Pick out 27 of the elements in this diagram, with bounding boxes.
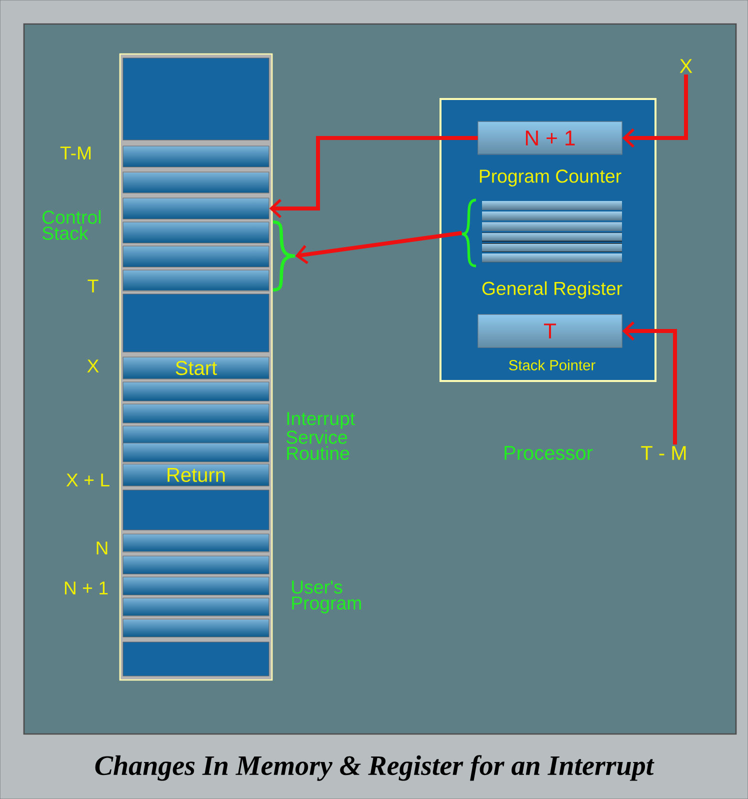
brace (272, 220, 297, 292)
node-label: General Register (482, 281, 622, 299)
region-label: User's Program (292, 580, 361, 614)
region-label: Interrupt Service Routine (286, 412, 355, 460)
node-label: Stack Pointer (509, 360, 596, 370)
address-label: N + 1 (64, 582, 108, 594)
general-register: General Register (460, 198, 622, 299)
address-label: N (96, 542, 108, 554)
memory-slot: Start (122, 356, 270, 380)
stack-pointer-register: T Stack Pointer (478, 314, 622, 370)
memory-column-drawing (119, 53, 273, 681)
address-label: X (87, 360, 99, 372)
arrow (269, 136, 478, 218)
program-counter-register: N + 1 Program Counter (478, 121, 622, 186)
caption: Changes In Memory & Register for an Interrupt (95, 755, 654, 781)
region-label: Control Stack (42, 210, 101, 240)
address-label: T-M (60, 146, 91, 160)
arrow (295, 231, 462, 264)
address-label: T - M (641, 446, 686, 460)
node-label: Processor (504, 446, 593, 460)
node-label: Program Counter (480, 170, 622, 186)
memory-slot (122, 198, 270, 220)
arrow (622, 321, 677, 445)
address-label: X (680, 59, 692, 73)
address-label: T (88, 280, 98, 292)
memory-slot: Return (122, 464, 270, 486)
arrow (622, 74, 688, 148)
